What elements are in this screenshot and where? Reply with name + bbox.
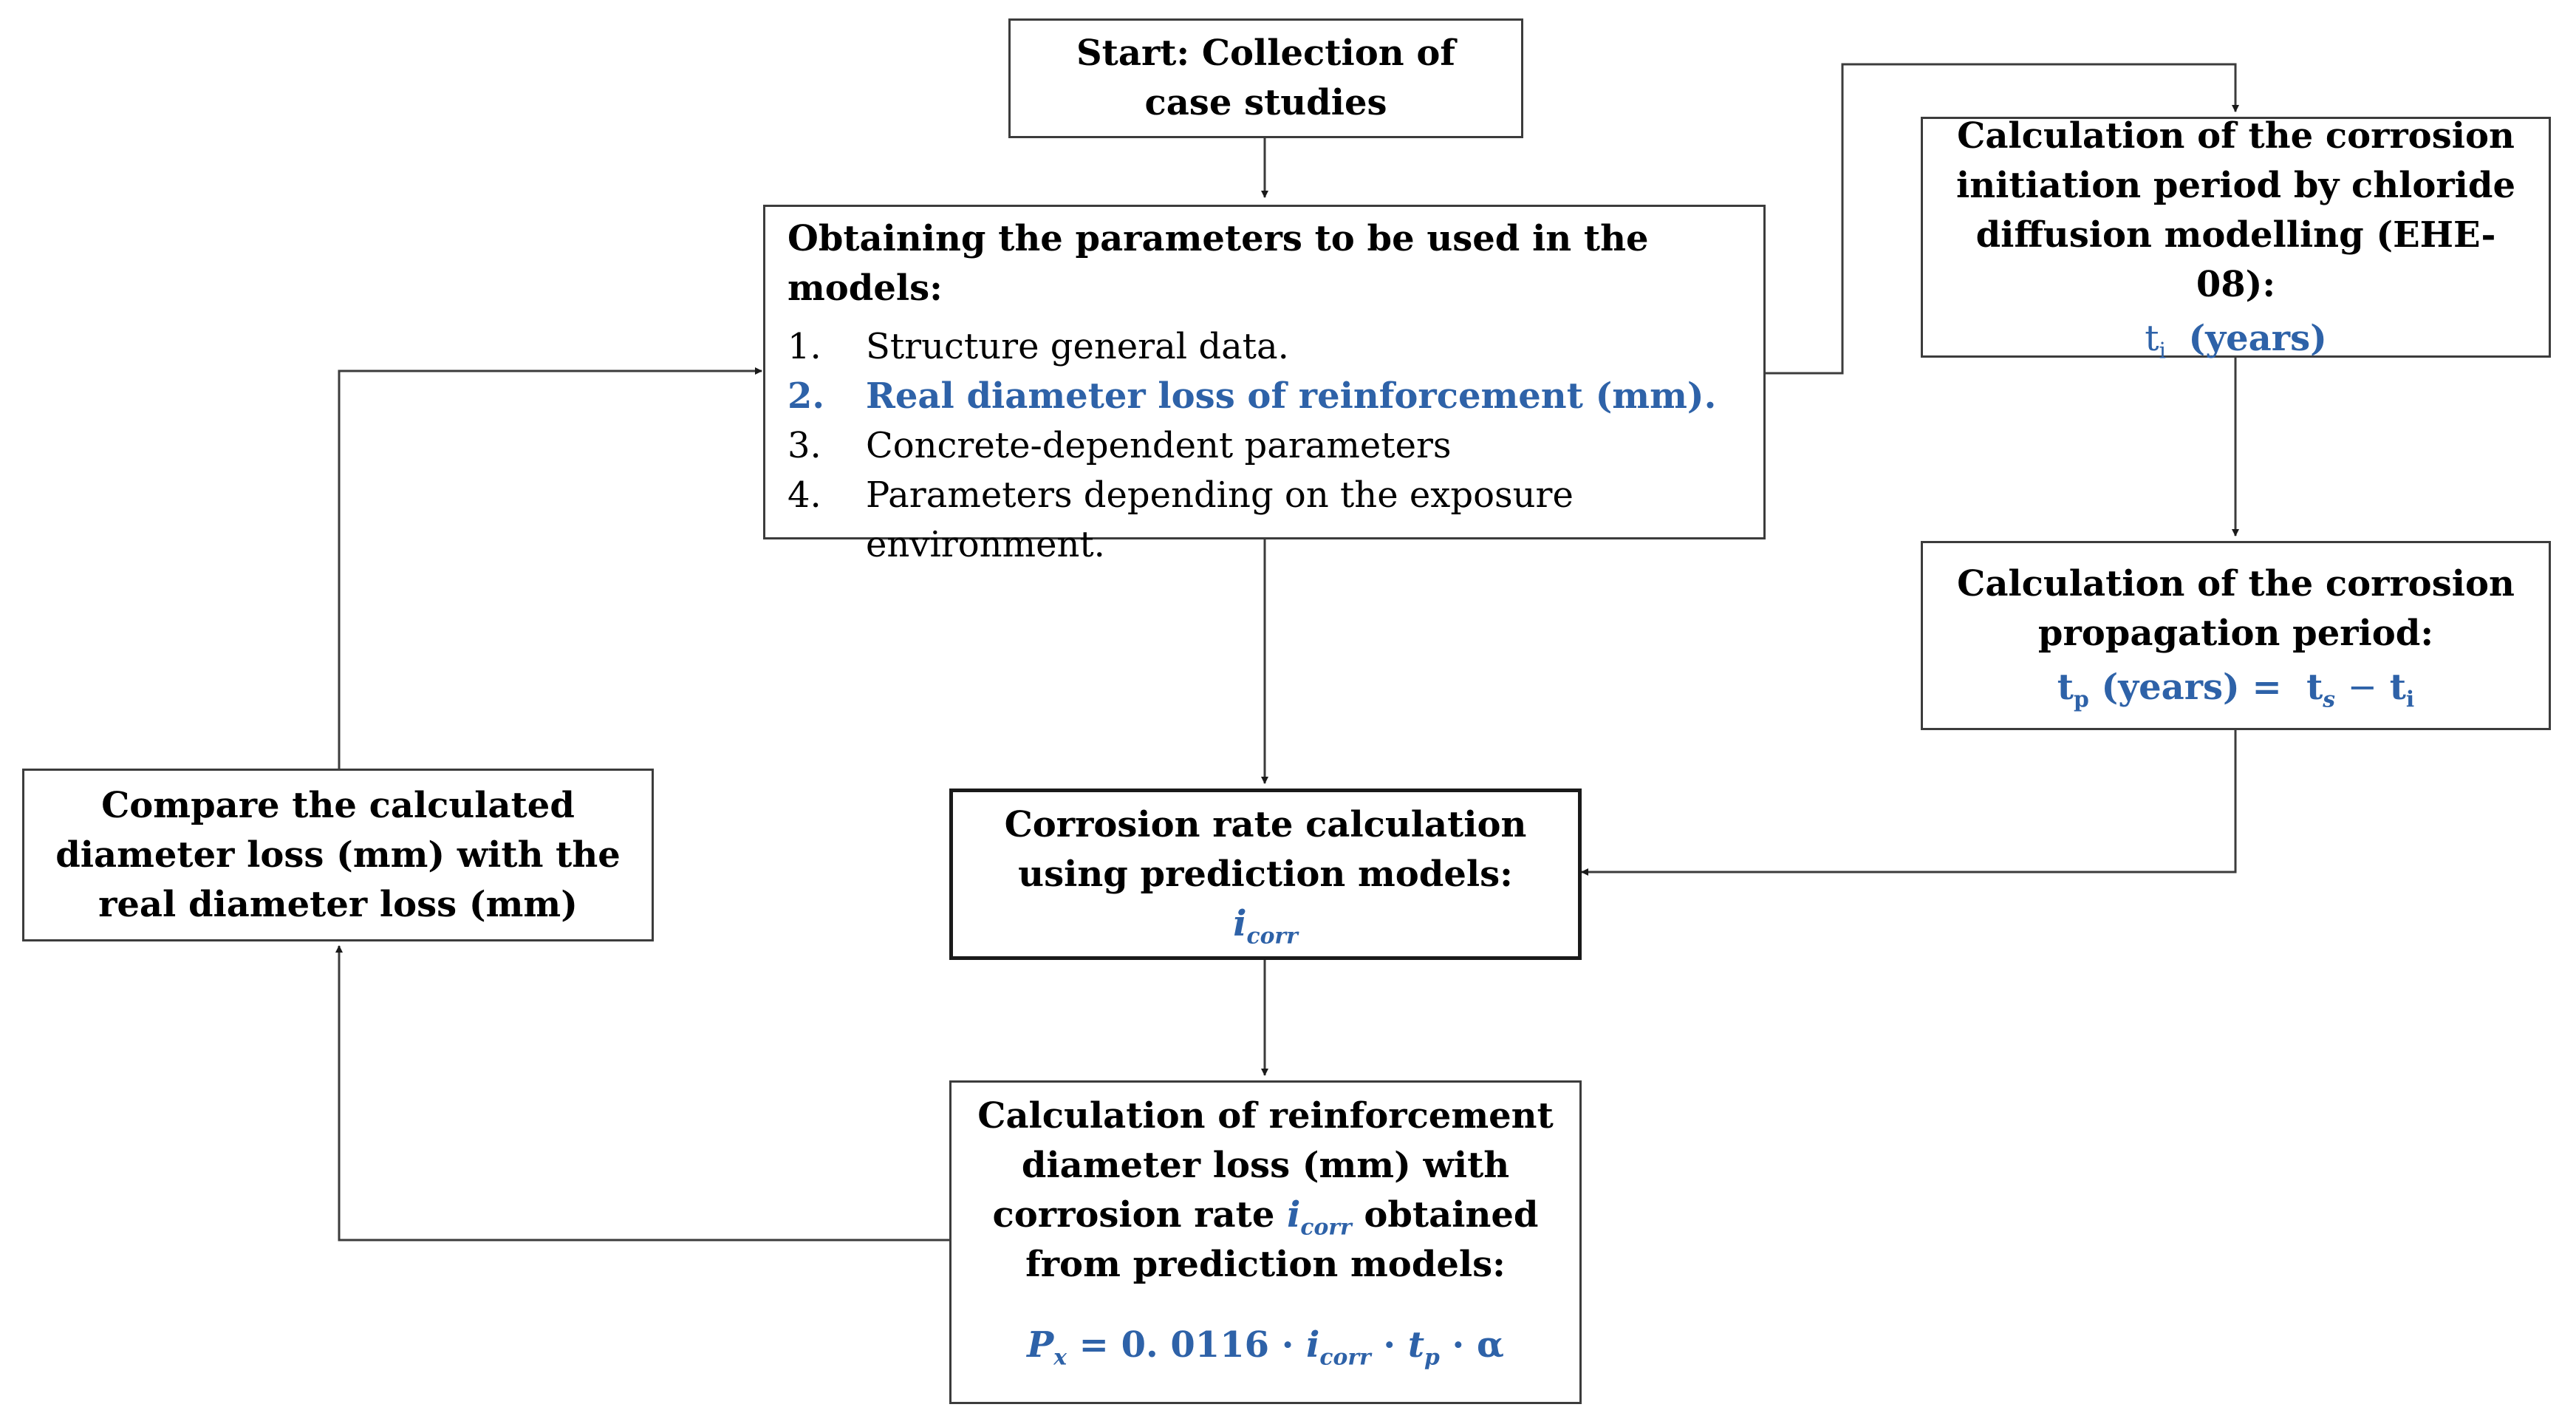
initiation-title: Calculation of the corrosion initiation … bbox=[1956, 115, 2515, 305]
propagation-formula: tp (years) = ts − ti bbox=[2057, 666, 2415, 712]
parameters-box: Obtaining the parameters to be used in t… bbox=[763, 205, 1766, 565]
start-text: Start: Collection of case studies bbox=[1076, 33, 1455, 123]
corrosion-rate-variable: icorr bbox=[1233, 902, 1298, 949]
list-item: 1. Structure general data. bbox=[788, 326, 1289, 367]
parameters-list: 1. Structure general data. 2. Real diame… bbox=[788, 322, 1747, 570]
propagation-title: Calculation of the corrosion propagation… bbox=[1957, 562, 2515, 654]
corrosion-rate-title: Corrosion rate calculation using predict… bbox=[1004, 803, 1527, 895]
arrow-params-to-initiation bbox=[1766, 63, 2239, 375]
list-item-highlighted: 2. Real diameter loss of reinforcement (… bbox=[788, 375, 1717, 417]
parameters-title: Obtaining the parameters to be used in t… bbox=[788, 218, 1649, 309]
list-item: 4. Parameters depending on the exposure … bbox=[788, 474, 1574, 565]
start-box: Start: Collection of case studies bbox=[1008, 18, 1523, 138]
diameter-loss-formula: Px = 0. 0116 · icorr · tp · α bbox=[1027, 1324, 1504, 1371]
corrosion-rate-box: Corrosion rate calculation using predict… bbox=[949, 789, 1582, 960]
list-item: 3. Concrete-dependent parameters bbox=[788, 425, 1452, 466]
arrow-propagation-to-rate bbox=[1581, 730, 2237, 876]
diameter-loss-text: Calculation of reinforcement diameter lo… bbox=[977, 1095, 1554, 1285]
propagation-period-box: Calculation of the corrosion propagation… bbox=[1921, 541, 2551, 730]
compare-box: Compare the calculated diameter loss (mm… bbox=[22, 769, 654, 941]
diameter-loss-box: Calculation of reinforcement diameter lo… bbox=[949, 1080, 1582, 1404]
initiation-variable: ti (years) bbox=[2145, 317, 2327, 364]
arrow-compare-to-params bbox=[338, 367, 762, 769]
arrow-loss-to-compare bbox=[335, 945, 949, 1242]
initiation-period-box: Calculation of the corrosion initiation … bbox=[1921, 115, 2551, 361]
icorr-inline: icorr bbox=[1287, 1194, 1352, 1241]
compare-text: Compare the calculated diameter loss (mm… bbox=[55, 784, 621, 925]
